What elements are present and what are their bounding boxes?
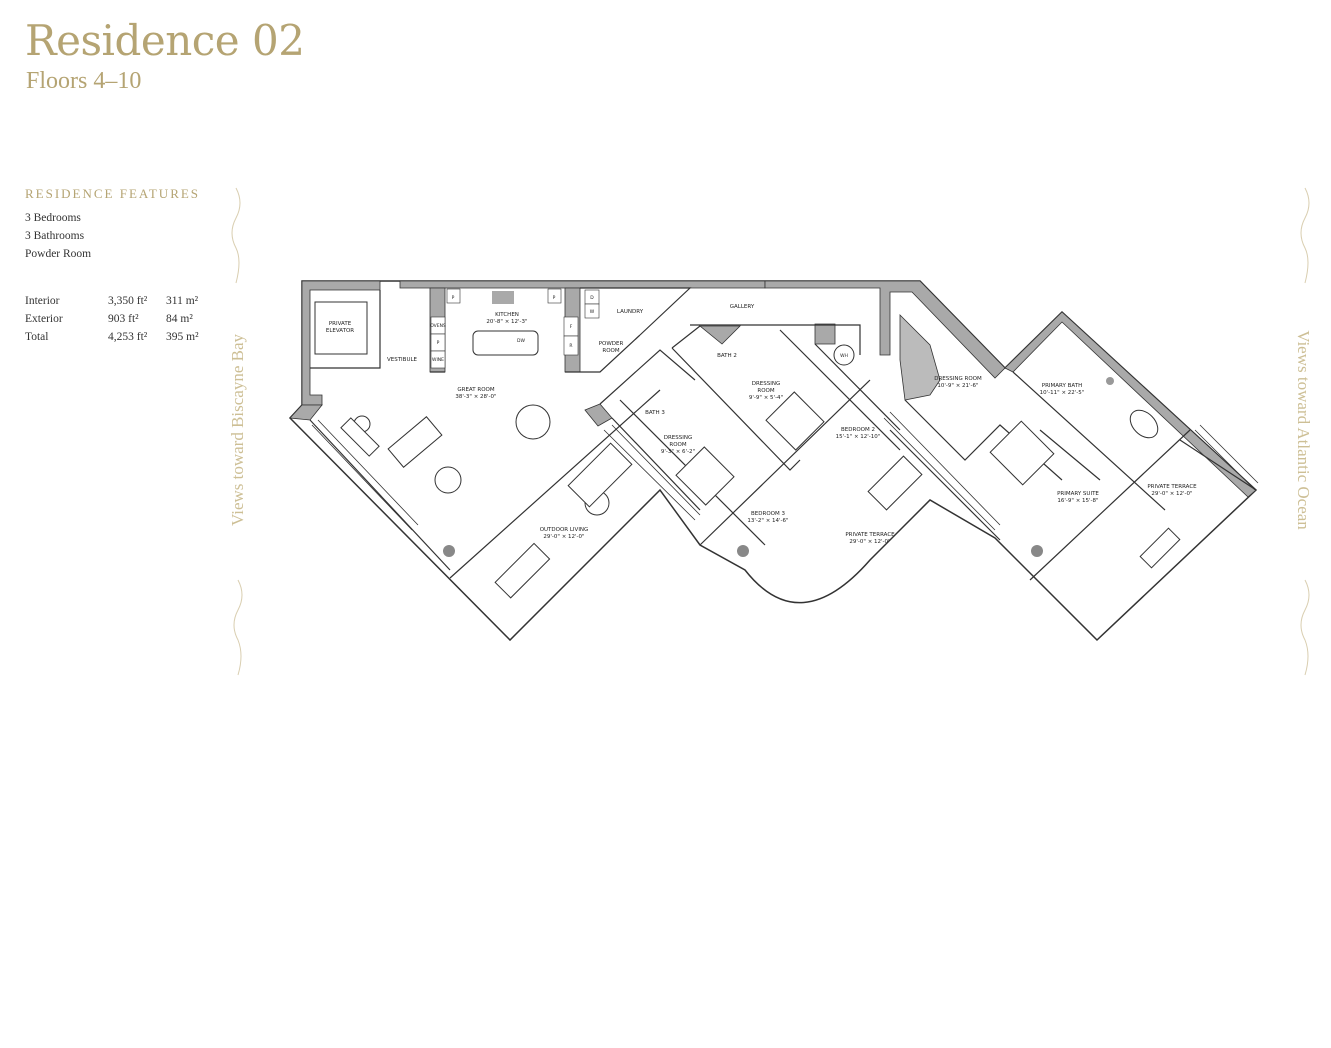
wave-left-top <box>231 187 241 284</box>
room-label: GALLERY <box>730 304 755 310</box>
room-label: ROOM <box>669 442 686 448</box>
planter <box>1031 545 1043 557</box>
room-label: DRESSING ROOM <box>934 376 982 382</box>
pantry-label: P <box>437 340 440 346</box>
room-label: ROOM <box>602 348 619 354</box>
elevator-shaft <box>314 301 368 355</box>
coffee-table <box>434 466 462 494</box>
room-dim: 10'-9" × 21'-6" <box>937 383 978 389</box>
room-label: DRESSING <box>752 381 781 387</box>
page-subtitle: Floors 4–10 <box>26 68 142 94</box>
terrace-loungers <box>867 455 923 511</box>
area-ft: 4,253 ft² <box>108 331 148 343</box>
area-ft: 3,350 ft² <box>108 295 148 307</box>
refrigerator-label: R <box>569 343 572 349</box>
page-title: Residence 02 <box>25 16 305 65</box>
room-dim: 16'-9" × 15'-8" <box>1057 498 1098 504</box>
planter <box>737 545 749 557</box>
room-label: PRIMARY BATH <box>1042 383 1082 389</box>
pantry-label: P <box>452 295 455 301</box>
area-m: 311 m² <box>166 295 199 307</box>
appliance-labels: P P OVENS P WINE DW F R D W WH <box>430 288 848 369</box>
area-m: 84 m² <box>166 313 193 325</box>
primary-bed <box>989 420 1055 486</box>
room-label: GREAT ROOM <box>457 387 494 393</box>
feature-item: 3 Bedrooms <box>25 212 81 224</box>
bed-2 <box>765 391 825 451</box>
room-label: BEDROOM 3 <box>751 511 785 517</box>
dining-table <box>515 404 551 440</box>
freezer-label: F <box>570 324 573 330</box>
room-labels: PRIVATE ELEVATOR VESTIBULE KITCHEN 20'-8… <box>326 304 1197 545</box>
room-label: PRIVATE TERRACE <box>1147 484 1197 490</box>
room-label: BATH 2 <box>717 353 737 359</box>
bathtub <box>1129 409 1159 439</box>
wine-label: WINE <box>432 357 444 363</box>
area-row-interior: Interior 3,350 ft² 311 m² <box>25 295 225 311</box>
water-heater-label: WH <box>840 353 848 359</box>
room-label: LAUNDRY <box>617 309 644 315</box>
dryer-label: D <box>590 295 594 301</box>
room-dim: 20'-8" × 12'-3" <box>486 319 527 325</box>
room-dim: 38'-3" × 28'-0" <box>455 394 496 400</box>
room-label: POWDER <box>599 341 624 347</box>
outdoor-sofa <box>567 442 633 508</box>
feature-item: Powder Room <box>25 248 92 260</box>
terrace-table <box>1139 527 1181 569</box>
room-dim: 29'-0" × 12'-0" <box>1151 491 1192 497</box>
features-heading: RESIDENCE FEATURES <box>25 186 201 201</box>
kitchen-hood <box>492 291 514 304</box>
room-dim: 10'-11" × 22'-5" <box>1040 390 1085 396</box>
interior-walls <box>309 287 1257 581</box>
room-dim: 9'-9" × 5'-4" <box>749 395 783 401</box>
ovens-label: OVENS <box>430 323 446 329</box>
room-dim: 15'-1" × 12'-10" <box>836 434 881 440</box>
planter <box>443 545 455 557</box>
bed-3 <box>675 446 735 506</box>
area-label: Interior <box>25 295 60 307</box>
area-ft: 903 ft² <box>108 313 139 325</box>
wave-right-top <box>1300 187 1310 284</box>
furniture <box>340 391 1181 599</box>
kitchen-island <box>472 330 539 356</box>
room-label: BATH 3 <box>645 410 665 416</box>
room-label: DRESSING <box>664 435 693 441</box>
room-label: BEDROOM 2 <box>841 427 875 433</box>
room-dim: 9'-3" × 6'-2" <box>661 449 695 455</box>
area-label: Exterior <box>25 313 63 325</box>
room-label: ELEVATOR <box>326 328 354 334</box>
pantry-label: P <box>553 295 556 301</box>
feature-item: 3 Bathrooms <box>25 230 85 242</box>
outdoor-dining-table <box>494 542 551 599</box>
area-row-exterior: Exterior 903 ft² 84 m² <box>25 313 225 329</box>
room-label: PRIMARY SUITE <box>1057 491 1099 497</box>
room-label: ROOM <box>757 388 774 394</box>
room-dim: 29'-0" × 12'-0" <box>849 539 890 545</box>
washer-label: W <box>590 309 595 315</box>
dishwasher-label: DW <box>517 338 525 344</box>
windows <box>311 411 1259 531</box>
wave-right-bottom <box>1300 579 1310 676</box>
room-label: PRIVATE <box>329 321 352 327</box>
room-dim: 29'-0" × 12'-0" <box>543 534 584 540</box>
wave-dividers <box>231 187 1310 676</box>
room-label: VESTIBULE <box>387 357 418 363</box>
sofa <box>387 416 443 468</box>
wave-left-bottom <box>233 579 243 676</box>
water-heater <box>833 344 855 366</box>
bench <box>340 417 380 457</box>
room-label: PRIVATE TERRACE <box>845 532 895 538</box>
area-label: Total <box>25 331 49 343</box>
room-label: KITCHEN <box>495 312 519 318</box>
area-row-total: Total 4,253 ft² 395 m² <box>25 331 225 347</box>
shower-drain <box>1106 377 1114 385</box>
room-dim: 13'-2" × 14'-6" <box>747 518 788 524</box>
room-label: OUTDOOR LIVING <box>540 527 589 533</box>
area-m: 395 m² <box>166 331 199 343</box>
